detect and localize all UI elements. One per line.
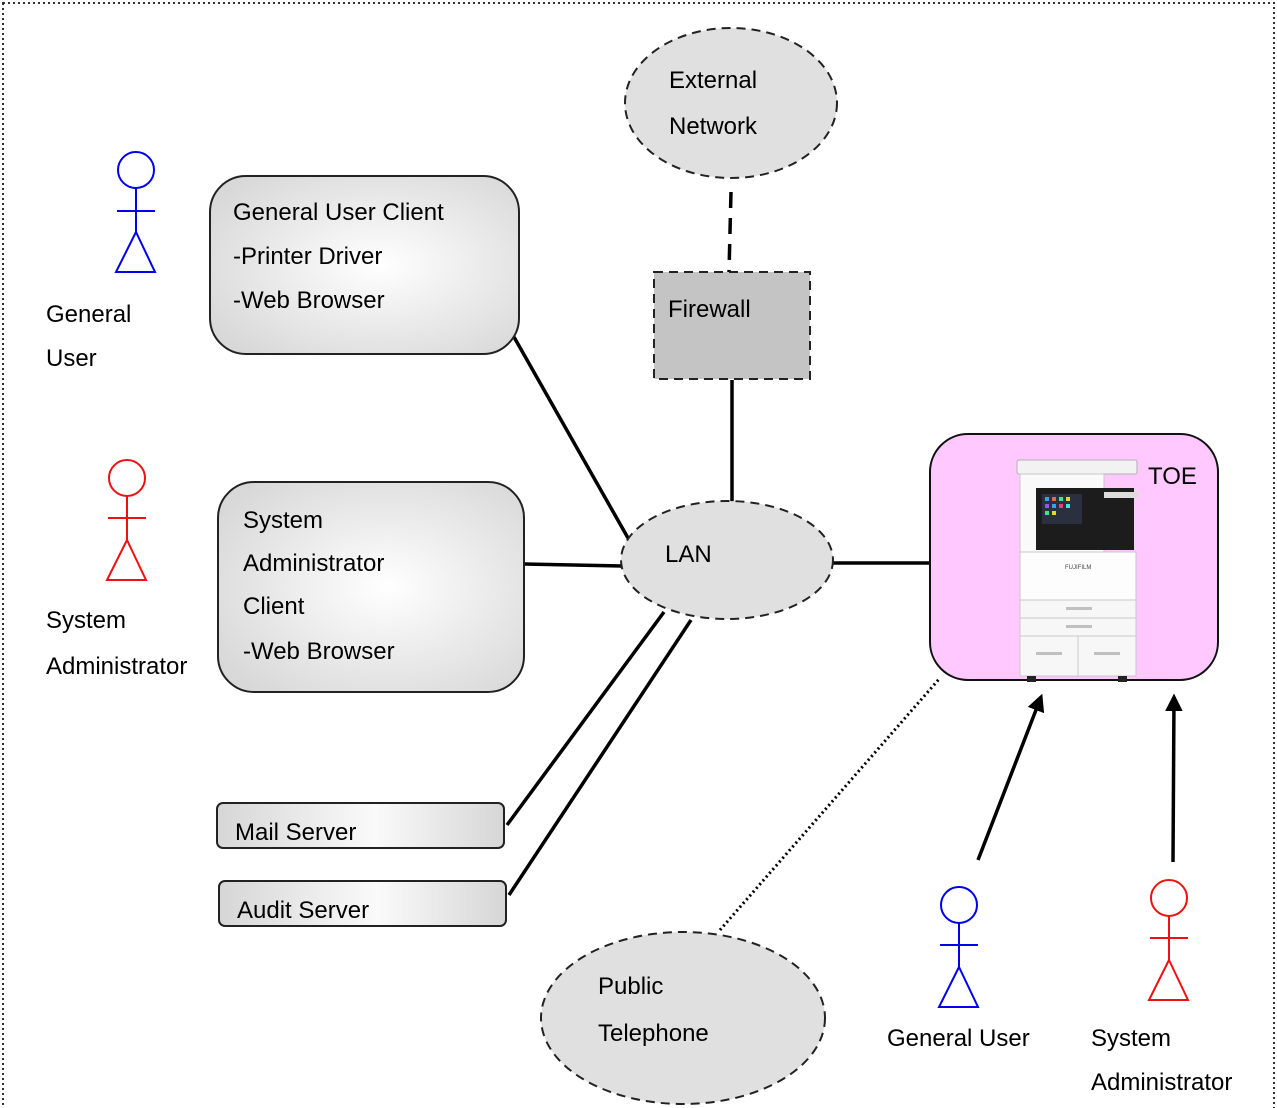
link-audit-server-lan: [507, 619, 693, 896]
firewall-node: Firewall: [653, 271, 811, 380]
public-telephone-label-2: Telephone: [598, 1020, 709, 1047]
toe-node: TOE FUJIFILM: [929, 433, 1219, 682]
access-arrow-general-user: [976, 693, 1045, 861]
sysadmin-actor-left: System Administrator: [46, 459, 187, 680]
general-user-client-item-web-browser: -Web Browser: [233, 287, 385, 314]
sysadmin-bottom-stick-figure-icon: [1147, 879, 1190, 1001]
sysadmin-client-item-web-browser: -Web Browser: [243, 638, 395, 665]
link-client-lan: [512, 336, 630, 539]
toe-brand-label: FUJIFILM: [1065, 565, 1091, 571]
firewall-label: Firewall: [668, 296, 751, 323]
multifunction-printer-icon: FUJIFILM: [1016, 459, 1138, 682]
sysadmin-left-label-2: Administrator: [46, 653, 187, 680]
access-arrow-sysadmin: [1165, 693, 1183, 863]
general-user-left-label-2: User: [46, 345, 97, 372]
lan-node: LAN: [620, 500, 834, 620]
general-user-client-item-printer-driver: -Printer Driver: [233, 243, 382, 270]
external-network-label-2: Network: [669, 113, 758, 140]
toe-label: TOE: [1148, 463, 1197, 490]
general-user-actor-left: General User: [46, 151, 157, 372]
link-external-firewall: [727, 191, 733, 273]
sysadmin-left-stick-figure-icon: [105, 459, 148, 581]
sysadmin-client-title-2: Administrator: [243, 550, 384, 577]
external-network-label-1: External: [669, 67, 757, 94]
public-telephone-node: Public Telephone: [540, 931, 826, 1105]
general-user-bottom-label: General User: [887, 1025, 1030, 1052]
link-admin-client-lan: [523, 562, 623, 568]
general-user-actor-bottom: General User: [887, 886, 1030, 1052]
general-user-client-title: General User Client: [233, 199, 444, 226]
sysadmin-left-label-1: System: [46, 607, 126, 634]
audit-server-node: Audit Server: [218, 880, 507, 927]
sysadmin-bottom-label-1: System: [1091, 1025, 1171, 1052]
sysadmin-client-node: System Administrator Client -Web Browser: [217, 481, 525, 693]
sysadmin-bottom-label-2: Administrator: [1091, 1069, 1232, 1096]
external-network-node: External Network: [624, 27, 838, 179]
general-user-client-node: General User Client -Printer Driver -Web…: [209, 175, 520, 355]
general-user-left-stick-figure-icon: [114, 151, 157, 273]
sysadmin-client-title-3: Client: [243, 593, 305, 620]
mail-server-node: Mail Server: [216, 802, 505, 849]
general-user-left-label-1: General: [46, 301, 131, 328]
audit-server-label: Audit Server: [237, 897, 369, 924]
mail-server-label: Mail Server: [235, 819, 356, 846]
lan-label: LAN: [665, 541, 712, 568]
general-user-bottom-stick-figure-icon: [937, 886, 980, 1008]
link-mail-server-lan: [505, 610, 666, 827]
public-telephone-label-1: Public: [598, 973, 663, 1000]
link-telephone-toe: [718, 677, 942, 931]
sysadmin-actor-bottom: System Administrator: [1091, 879, 1232, 1096]
sysadmin-client-title-1: System: [243, 507, 323, 534]
